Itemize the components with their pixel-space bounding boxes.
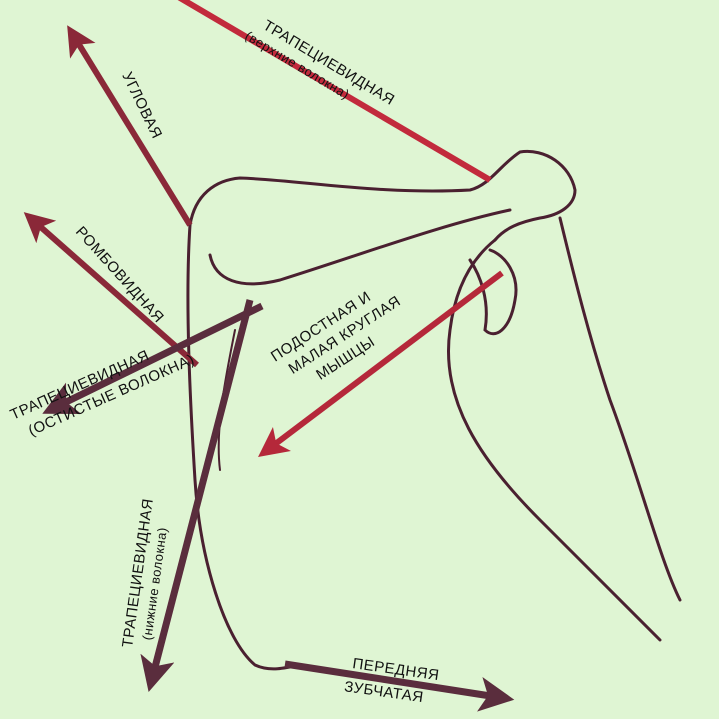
scapula-outline — [186, 149, 682, 671]
label-infraspinatus: ПОДОСТНАЯ И МАЛАЯ КРУГЛАЯ МЫШЦЫ — [268, 288, 404, 383]
arrow-trapezius-spinous — [42, 302, 264, 415]
label-levator: УГЛОВАЯ — [118, 69, 165, 141]
arrow-trapezius-upper — [177, 0, 492, 183]
arrow-rhomboid — [23, 212, 199, 368]
label-rhomboid: РОМБОВИДНАЯ — [72, 223, 167, 326]
label-trapezius-upper: ТРАПЕЦИЕВИДНАЯ (верхние волокна) — [243, 17, 398, 109]
label-text: РОМБОВИДНАЯ — [72, 223, 167, 326]
label-text: УГЛОВАЯ — [118, 69, 165, 141]
arrow-levator — [67, 25, 193, 227]
arrow-serratus — [284, 660, 515, 712]
arrow-trapezius-lower — [140, 299, 254, 692]
arrow-infraspinatus — [258, 270, 504, 458]
